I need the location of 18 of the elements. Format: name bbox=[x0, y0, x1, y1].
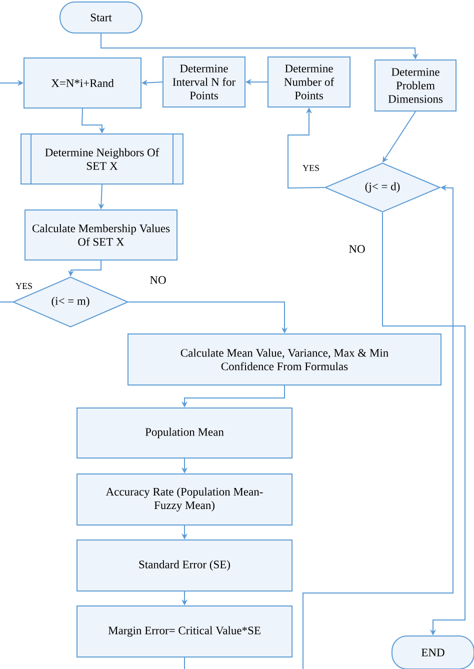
arrow bbox=[382, 111, 416, 162]
process-box: Determine Problem Dimensions bbox=[374, 60, 456, 112]
terminal-box: END bbox=[392, 636, 474, 669]
process-box: Margin Error= Critical Value*SE bbox=[76, 606, 292, 658]
process-box: Determine Interval N for Points bbox=[162, 56, 246, 108]
edge-label: NO bbox=[349, 245, 365, 253]
process-box: Population Mean bbox=[76, 408, 292, 458]
process-box: Accuracy Rate (Population Mean- Fuzzy Mean) bbox=[76, 474, 292, 526]
process-box: X=N*i+Rand bbox=[24, 58, 142, 108]
terminal-box: Start bbox=[60, 2, 142, 34]
process-box: Calculate Membership Values Of SET X bbox=[24, 210, 178, 260]
process-box: Determine Number of Points bbox=[268, 56, 350, 108]
subprocess-box: Determine Neighbors Of SET X bbox=[20, 134, 184, 184]
edge-label: YES bbox=[16, 282, 32, 290]
edge-label: NO bbox=[150, 276, 166, 284]
process-box: Calculate Mean Value, Variance, Max & Min Confidence From Formulas bbox=[128, 334, 442, 386]
edge-label: YES bbox=[302, 164, 319, 172]
process-box: Standard Error (SE) bbox=[76, 540, 292, 592]
